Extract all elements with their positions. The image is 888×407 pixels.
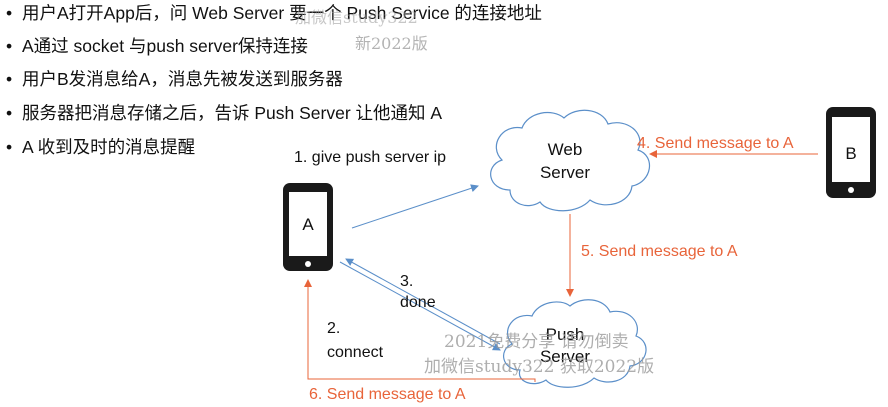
arrow-step3: [345, 258, 501, 345]
bullet-text: 服务器把消息存储之后，告诉 Push Server 让他通知 A: [22, 103, 443, 123]
bullet-dot: •: [6, 137, 13, 157]
push-server-label-line2: Server: [540, 347, 590, 366]
step2-label-line2: connect: [327, 344, 384, 361]
arrow-step6: [304, 279, 536, 382]
bullet-dot: •: [6, 69, 13, 89]
bullet-text: 用户A打开App后，问 Web Server 要一个 Push Service …: [22, 3, 542, 23]
step4-label: 4. Send message to A: [637, 135, 794, 152]
watermark-top-line2: 新2022版: [355, 34, 428, 53]
arrow-step1: [351, 184, 479, 229]
step3-label-line1: 3.: [400, 273, 413, 290]
watermark-bottom-line2: 加微信study322 获取2022版: [424, 357, 654, 377]
step5-label: 5. Send message to A: [581, 243, 738, 260]
push-server-label-line1: Push: [546, 325, 585, 344]
phone-b-icon: B: [826, 107, 876, 198]
watermark-top-line1: 加微信study322: [295, 8, 418, 27]
bullet-dot: •: [6, 103, 13, 123]
phone-a-icon: A: [283, 183, 333, 271]
step2-label-line1: 2.: [327, 320, 340, 337]
bullet-item-2: • A通过 socket 与push server保持连接: [6, 35, 308, 57]
web-server-label-line2: Server: [540, 163, 590, 182]
bullet-item-3: • 用户B发消息给A，消息先被发送到服务器: [6, 68, 343, 90]
web-server-label-line1: Web: [548, 140, 583, 159]
bullet-text: A 收到及时的消息提醒: [22, 137, 196, 157]
bullet-text: A通过 socket 与push server保持连接: [22, 36, 308, 56]
step3-label-line2: done: [400, 294, 436, 311]
bullet-item-1: • 用户A打开App后，问 Web Server 要一个 Push Service…: [6, 2, 542, 24]
step6-label: 6. Send message to A: [309, 386, 466, 403]
step1-label: 1. give push server ip: [294, 149, 446, 166]
arrow-step2: [339, 261, 501, 351]
bullet-item-4: • 服务器把消息存储之后，告诉 Push Server 让他通知 A: [6, 102, 442, 124]
push-server-cloud-icon: Push Server: [503, 299, 647, 388]
bullet-text: 用户B发消息给A，消息先被发送到服务器: [22, 69, 343, 89]
bullet-dot: •: [6, 3, 13, 23]
watermark-bottom-line1: 2021免费分享 请勿倒卖: [444, 332, 629, 352]
bullet-item-5: • A 收到及时的消息提醒: [6, 136, 195, 158]
phone-a-label: A: [302, 215, 314, 234]
phone-b-label: B: [845, 144, 856, 163]
bullet-dot: •: [6, 36, 13, 56]
web-server-cloud-icon: Web Server: [490, 109, 651, 212]
